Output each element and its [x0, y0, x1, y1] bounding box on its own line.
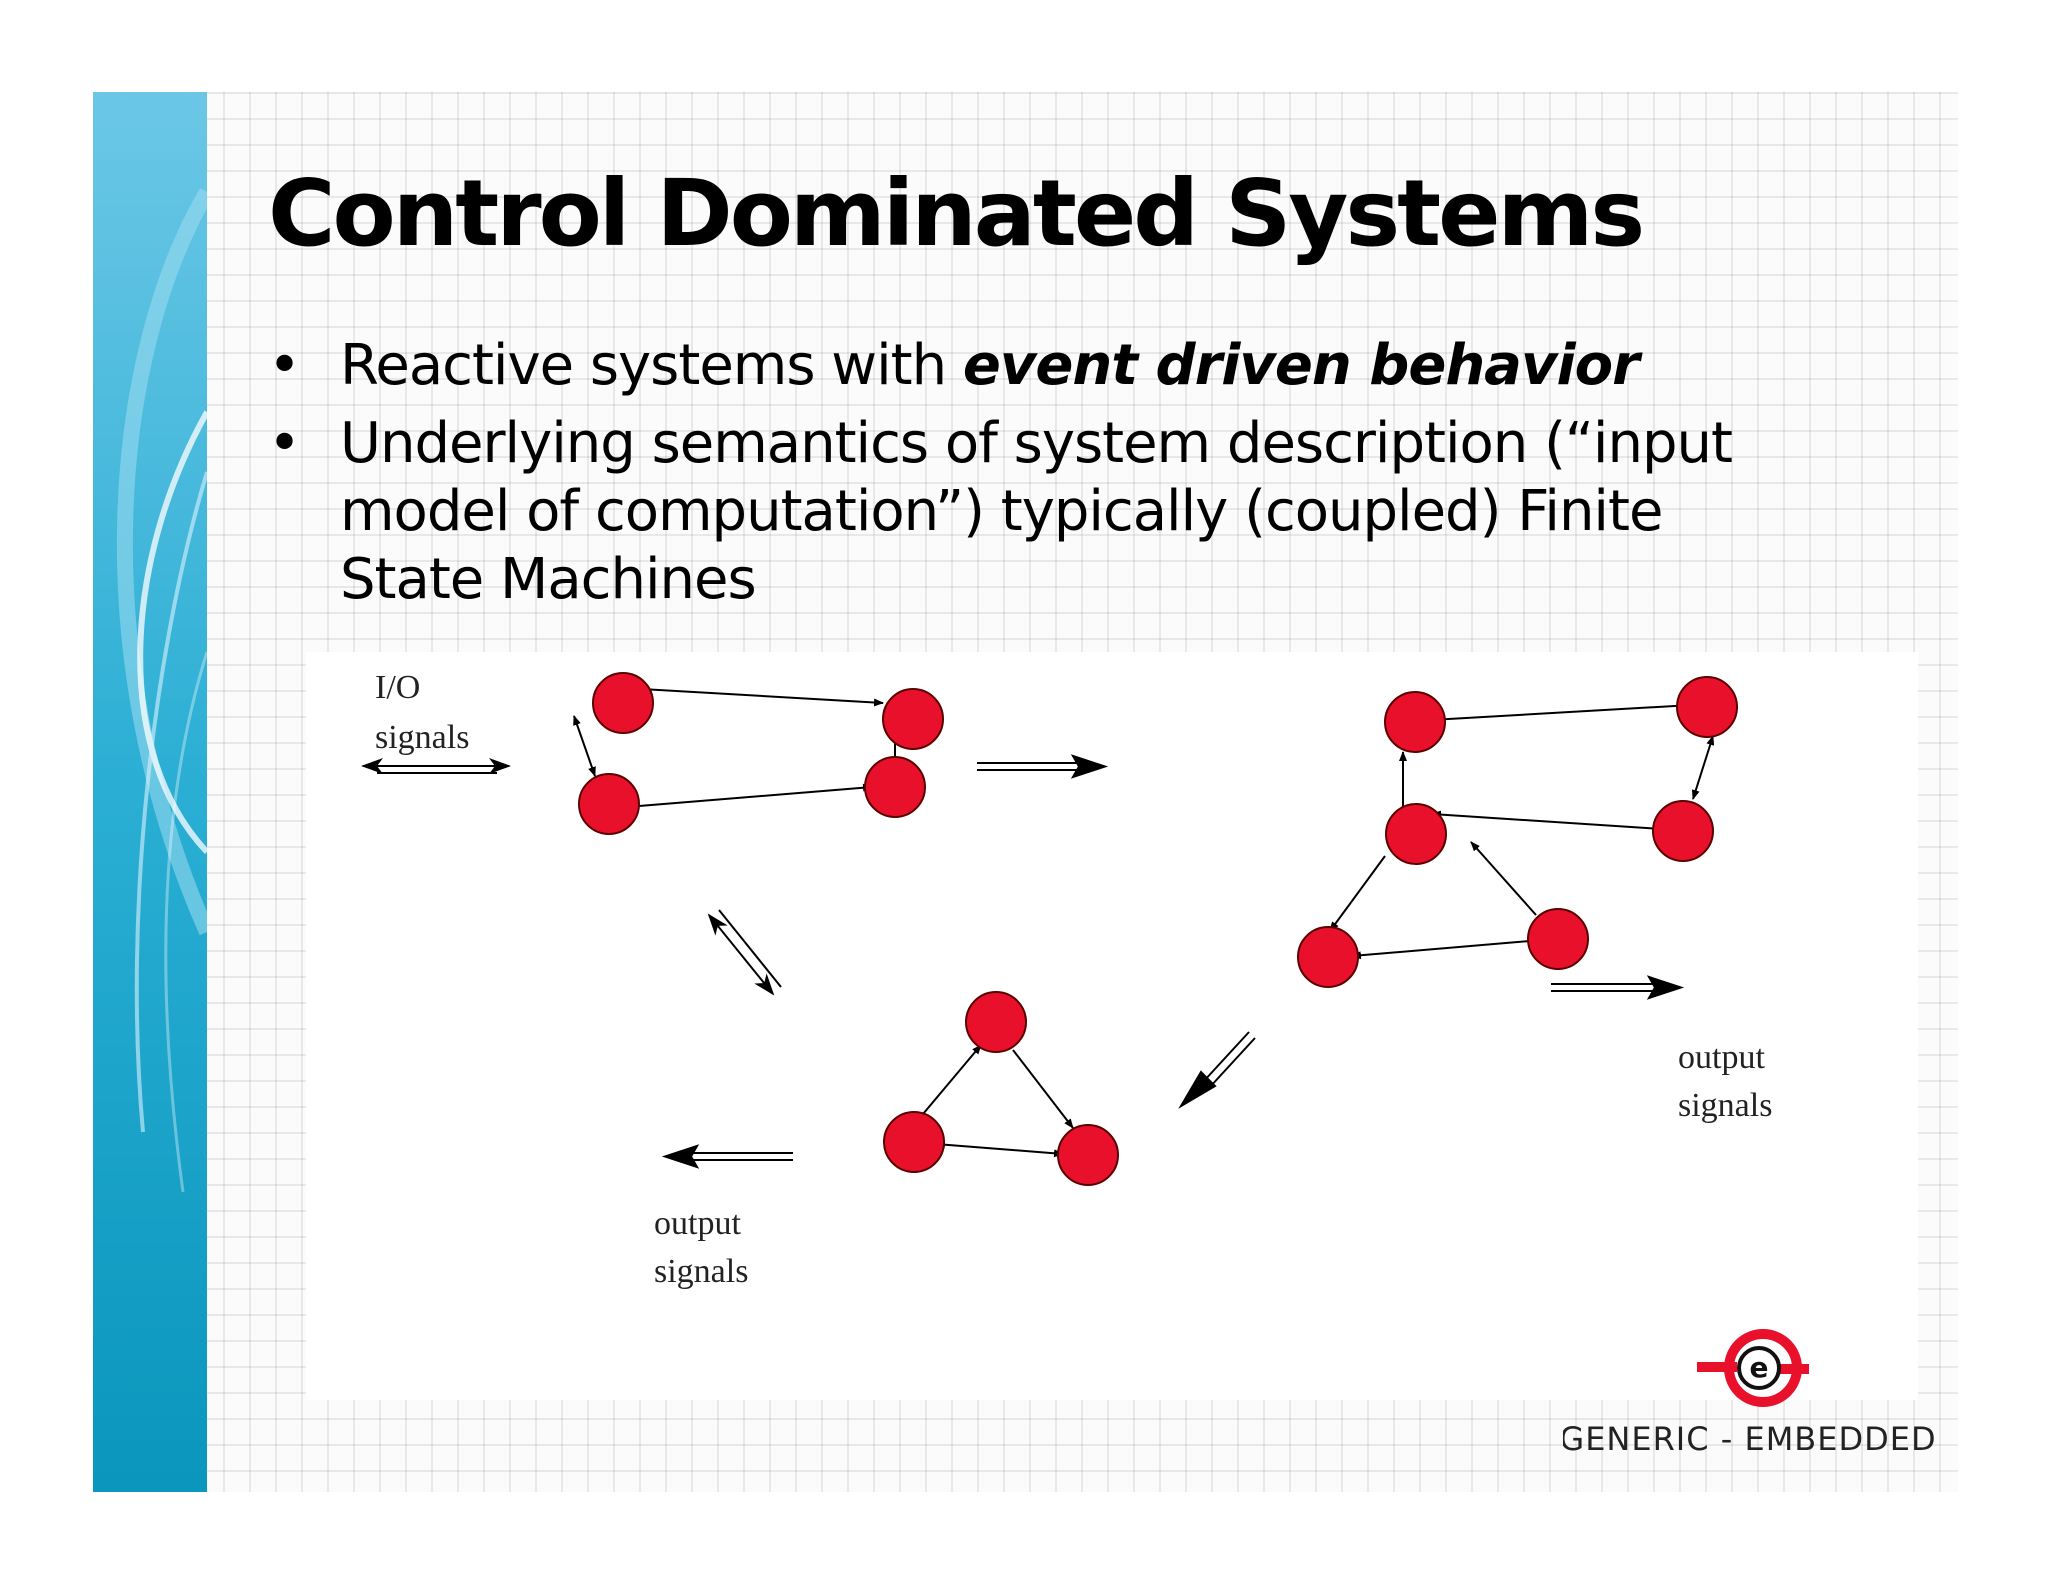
logo-mark-icon: e: [1697, 1329, 1809, 1407]
output-arrow-right: [1551, 975, 1685, 1000]
output-signals-left-line1: output: [654, 1205, 741, 1242]
output-signals-left-line2: signals: [654, 1253, 748, 1290]
fsm-edge: [1431, 810, 1662, 830]
fsm2-state: [1676, 676, 1738, 738]
fsm3-state: [965, 991, 1027, 1053]
fsm-edge: [573, 715, 596, 777]
fsm-edge: [922, 1044, 982, 1115]
fsm3-state: [883, 1111, 945, 1173]
fsm1-state: [864, 756, 926, 818]
bullet-item: • Underlying semantics of system descrip…: [268, 410, 1808, 614]
bullet-item: • Reactive systems with event driven beh…: [268, 332, 1808, 400]
transition-arrow-right: [977, 754, 1109, 779]
io-signals-label-line1: I/O: [375, 669, 420, 706]
bullet-marker: •: [268, 411, 301, 476]
fsm1-state: [882, 688, 944, 750]
fsm2-state: [1384, 691, 1446, 753]
fsm-edge: [1012, 1049, 1074, 1129]
fsm-diagram: I/O signals output signals output signal…: [361, 669, 1772, 1290]
output-signals-right-line2: signals: [1678, 1087, 1772, 1124]
bullet-text: Underlying semantics of system descripti…: [340, 411, 1733, 612]
fsm-edge: [1430, 701, 1693, 724]
output-arrow-left: [661, 1144, 793, 1169]
fsm2-state: [1652, 800, 1714, 862]
output-signals-right-line1: output: [1678, 1039, 1765, 1076]
fsm3-state: [1057, 1124, 1119, 1186]
transition-double-diagonal: [707, 909, 782, 996]
io-signals-label-line2: signals: [375, 719, 469, 756]
fsm-edge: [1351, 936, 1543, 960]
fsm-edge: [1329, 855, 1386, 932]
fsm-edge: [1691, 735, 1715, 800]
io-double-arrow: [361, 758, 511, 774]
generic-embedded-logo: e GENERIC - EMBEDDED: [1563, 1329, 1937, 1458]
fsm-edge: [935, 1140, 1064, 1158]
logo-mark-letter: e: [1750, 1351, 1769, 1384]
transition-arrow-diagonal: [1178, 1031, 1256, 1109]
fsm-edge: [623, 684, 884, 707]
slide-title: Control Dominated Systems: [268, 160, 1645, 267]
bullet-marker: •: [268, 333, 301, 398]
fsm1-state: [578, 773, 640, 835]
bullet-emphasis: event driven behavior: [962, 333, 1640, 398]
fsm-edge: [1470, 841, 1537, 916]
fsm2-state: [1527, 908, 1589, 970]
fsm-edge: [638, 783, 873, 807]
fsm2-state: [1297, 926, 1359, 988]
fsm1-state: [592, 672, 654, 734]
slide: Control Dominated Systems • Reactive sys…: [93, 92, 1958, 1492]
bullet-list: • Reactive systems with event driven beh…: [268, 332, 1808, 624]
bullet-text: Reactive systems with: [340, 333, 963, 398]
fsm2-state: [1385, 803, 1447, 865]
logo-brand-text: GENERIC - EMBEDDED: [1563, 1420, 1937, 1458]
sidebar-decoration: [93, 92, 207, 1492]
